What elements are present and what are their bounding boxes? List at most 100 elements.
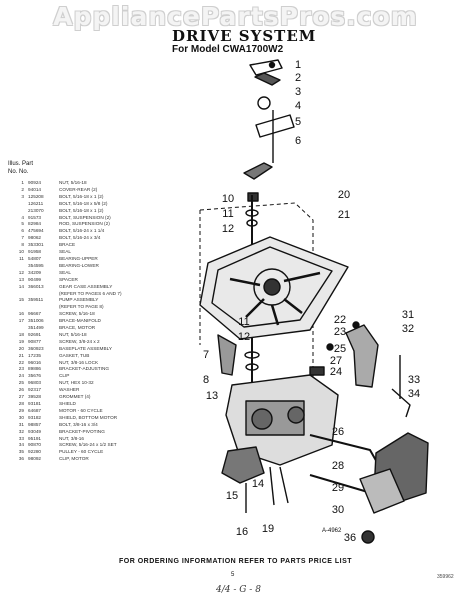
illus-no: 18: [18, 331, 24, 337]
part-no: 96803: [28, 380, 42, 386]
part-no: 91573: [28, 214, 42, 220]
part-description: BRACE-MANIFOLD: [59, 318, 101, 324]
part-description: BOLT, 3/8-16 x 3/4: [59, 421, 98, 427]
part-description: SEAL: [59, 269, 71, 275]
illus-no: 7: [21, 235, 24, 241]
callout-20: 20: [338, 189, 350, 201]
callout-22: 22: [334, 314, 346, 326]
part-description: SHIELD: [59, 401, 76, 406]
part-description: (REFER TO PAGE 8): [59, 304, 104, 310]
part-description: GEAR CASE ASSEMBLY: [59, 283, 113, 289]
part-description: NUT, 3/8-16 LOCK: [59, 359, 99, 365]
part-description: BASEPLATE ASSEMBLY: [59, 345, 112, 351]
part-no: 96016: [28, 359, 42, 365]
callout-27: 27: [330, 355, 342, 367]
part-no: 91958: [28, 249, 42, 255]
illus-no: 27: [18, 394, 24, 400]
callout-30: 30: [332, 504, 344, 516]
figure-code: A-4962: [322, 528, 342, 534]
callout-6: 6: [295, 135, 301, 147]
illus-no: 13: [18, 276, 24, 282]
callout-25: 25: [334, 343, 346, 355]
callout-11: 11: [222, 208, 233, 220]
callout-12b: 12: [238, 331, 250, 343]
suspension-bracket: [255, 114, 295, 138]
part-description: ROD, SUSPENSION (2): [59, 221, 110, 227]
part-no: 359511: [28, 297, 44, 303]
illus-no: [10, 325, 28, 332]
illus-no: [10, 263, 28, 270]
callout-16: 16: [236, 526, 248, 538]
part-description: BOLT, 5/16-18 x 1 (2): [59, 207, 104, 213]
illus-no: 11: [19, 255, 24, 261]
part-no: 93049: [28, 428, 42, 434]
callout-12: 12: [222, 223, 234, 235]
illus-no: 30: [18, 414, 24, 420]
illus-no: 6: [21, 228, 24, 234]
callout-28: 28: [332, 460, 344, 472]
part-description: MOTOR - 60 CYCLE: [59, 407, 103, 413]
parts-list-row: (REFER TO PAGE 8): [10, 304, 168, 311]
part-description: SCREW, 5/16-18: [59, 311, 95, 317]
part-description: NUT, 5/16-18: [59, 331, 87, 337]
bracket-part: [254, 72, 281, 86]
illus-no: 15: [18, 297, 24, 303]
part-description: BOLT, 5/16-18 x 1 (2): [59, 193, 104, 199]
part-description: COVER-REAR (2): [59, 186, 98, 192]
part-no: 54807: [28, 255, 42, 261]
callout-23: 23: [334, 326, 346, 338]
part-description: BEARING-UPPER: [59, 255, 98, 261]
rear-cover-part: [249, 59, 283, 76]
callout-29: 29: [332, 482, 344, 494]
parts-list-row: 11 54807 BEARING-UPPER: [10, 256, 168, 263]
part-no: 351499: [28, 325, 44, 331]
part-no: 360923: [28, 345, 44, 351]
callout-7: 7: [203, 349, 209, 361]
drive-system-diagram: 1 2 3 4 5 6 10 11 12 20 21 11 12 7 8 13 …: [199, 59, 429, 544]
part-no: 96667: [28, 311, 42, 317]
part-description: SPACER: [59, 276, 78, 282]
illus-no: 32: [18, 428, 24, 434]
parts-list-row: 213070 BOLT, 5/16-18 x 1 (2): [10, 208, 168, 215]
page-number: 5: [231, 572, 235, 578]
part-no: 17235: [28, 352, 42, 358]
pump-assembly: [221, 446, 265, 484]
part-no: 64687: [28, 407, 42, 413]
callout-36: 36: [344, 532, 356, 544]
parts-list-row: (REFER TO PAGES 6 AND 7): [10, 291, 168, 298]
part-no: 213070: [28, 207, 44, 213]
illus-no: 19: [18, 338, 24, 344]
part-description: GROMMET (4): [59, 394, 91, 400]
ordering-info-footer: FOR ORDERING INFORMATION REFER TO PARTS …: [118, 558, 353, 565]
list-header-line2: No. No.: [8, 169, 29, 175]
part-description: SCREW, 5/16-24 x 1/2 SET: [59, 442, 117, 448]
illus-no: [10, 291, 28, 298]
part-no: 35676: [28, 373, 42, 379]
illus-no: 16: [18, 311, 24, 317]
illus-no: 3: [21, 193, 24, 199]
callout-10: 10: [222, 193, 234, 205]
callout-13: 13: [206, 390, 218, 402]
illus-no: 35: [18, 449, 24, 455]
callout-5: 5: [295, 116, 301, 128]
illus-no: 33: [18, 435, 24, 441]
list-header-line1: Illus. Part: [8, 161, 34, 167]
callout-8: 8: [203, 374, 209, 386]
part-no: 82984: [28, 221, 42, 227]
